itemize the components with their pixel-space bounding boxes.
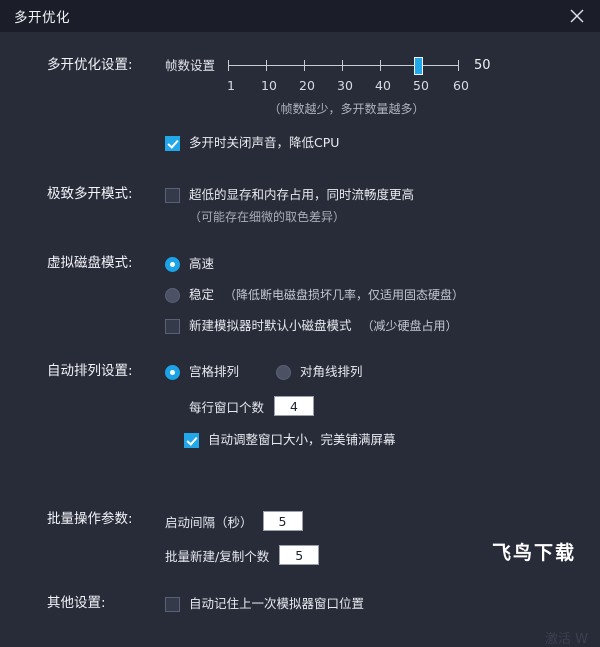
remember-position-checkbox[interactable] [165, 596, 180, 612]
window-title: 多开优化 [14, 10, 70, 26]
frame-rate-slider-row: 帧数设置 50 [165, 56, 600, 76]
tick-label-40: 40 [375, 78, 391, 93]
frame-rate-value: 50 [474, 58, 491, 73]
mute-checkbox[interactable] [165, 135, 180, 151]
small-disk-checkbox-row[interactable]: 新建模拟器时默认小磁盘模式 （减少硬盘占用） [165, 316, 600, 336]
start-interval-row: 启动间隔（秒） [165, 510, 600, 532]
tick-label-30: 30 [337, 78, 353, 93]
extreme-mode-hint: （可能存在细微的取色差异） [189, 210, 346, 224]
section-extreme-mode: 极致多开模式: 超低的显存和内存占用，同时流畅度更高 （可能存在细微的取色差异） [0, 185, 600, 225]
tick-label-10: 10 [261, 78, 277, 93]
slider-tick-20 [304, 60, 306, 71]
per-row-input[interactable] [274, 396, 315, 416]
remember-position-label: 自动记住上一次模拟器窗口位置 [189, 596, 365, 611]
batch-count-label: 批量新建/复制个数 [165, 548, 270, 564]
slider-tick-30 [342, 60, 344, 71]
section-label-batch-params: 批量操作参数: [47, 511, 133, 527]
section-virtual-disk: 虚拟磁盘模式: 高速 稳定 （降低断电磁盘损坏几率，仅适用固态硬盘） 新建模拟器… [0, 254, 600, 336]
slider-tick-labels: 1 10 20 30 40 50 60 [227, 78, 469, 96]
frame-rate-hint: （帧数越少，多开数量越多） [268, 102, 425, 116]
close-icon [570, 9, 584, 23]
window-titlebar: 多开优化 [0, 0, 600, 32]
arrange-grid-label: 宫格排列 [189, 364, 240, 379]
auto-resize-checkbox-row[interactable]: 自动调整窗口大小，完美铺满屏幕 [184, 430, 600, 450]
tick-label-1: 1 [227, 78, 235, 93]
disk-stable-label: 稳定 [189, 287, 215, 302]
arrange-radio-row: 宫格排列 对角线排列 [165, 362, 600, 382]
tick-label-20: 20 [299, 78, 315, 93]
section-label-multi-open: 多开优化设置: [47, 57, 133, 73]
start-interval-input[interactable] [262, 511, 303, 531]
frame-rate-label: 帧数设置 [165, 58, 216, 73]
slider-track [228, 65, 460, 66]
section-label-auto-arrange: 自动排列设置: [47, 363, 133, 379]
small-disk-note: （减少硬盘占用） [361, 319, 458, 333]
small-disk-label: 新建模拟器时默认小磁盘模式 [189, 318, 352, 333]
slider-tick-60 [458, 60, 460, 71]
remember-position-row[interactable]: 自动记住上一次模拟器窗口位置 [165, 594, 600, 614]
section-multi-open: 多开优化设置: 帧数设置 50 1 10 [0, 56, 600, 153]
disk-fast-label: 高速 [189, 256, 215, 271]
auto-resize-label: 自动调整窗口大小，完美铺满屏幕 [208, 432, 396, 447]
extreme-mode-checkbox[interactable] [165, 187, 180, 203]
section-auto-arrange: 自动排列设置: 宫格排列 对角线排列 每行窗口个数 自动调整窗口大小，完美铺满屏… [0, 362, 600, 450]
disk-stable-note: （降低断电磁盘损坏几率，仅适用固态硬盘） [224, 288, 465, 302]
extreme-mode-label: 超低的显存和内存占用，同时流畅度更高 [189, 187, 415, 202]
settings-content: 多开优化设置: 帧数设置 50 1 10 [0, 32, 600, 647]
batch-count-row: 批量新建/复制个数 [165, 544, 600, 566]
slider-tick-1 [228, 60, 230, 71]
per-row-label: 每行窗口个数 [189, 399, 265, 415]
close-button[interactable] [554, 0, 600, 32]
disk-fast-radio-row[interactable]: 高速 [165, 254, 600, 274]
slider-tick-10 [266, 60, 268, 71]
activate-windows-watermark: 激活 W [545, 632, 588, 647]
per-row-field-row: 每行窗口个数 [189, 395, 600, 417]
batch-count-input[interactable] [279, 545, 320, 565]
disk-stable-radio[interactable] [165, 287, 180, 303]
section-batch-params: 批量操作参数: 启动间隔（秒） 批量新建/复制个数 [0, 510, 600, 566]
arrange-diagonal-label: 对角线排列 [300, 364, 363, 379]
small-disk-checkbox[interactable] [165, 318, 180, 334]
slider-thumb[interactable] [414, 57, 424, 75]
extreme-mode-checkbox-row[interactable]: 超低的显存和内存占用，同时流畅度更高 [165, 185, 600, 205]
frame-rate-slider[interactable] [228, 56, 460, 76]
tick-label-50: 50 [413, 78, 429, 93]
tick-label-60: 60 [453, 78, 469, 93]
disk-stable-radio-row[interactable]: 稳定 （降低断电磁盘损坏几率，仅适用固态硬盘） [165, 285, 600, 305]
section-label-virtual-disk: 虚拟磁盘模式: [47, 255, 133, 271]
mute-checkbox-label: 多开时关闭声音，降低CPU [189, 135, 340, 150]
arrange-diagonal-radio[interactable] [276, 364, 292, 380]
arrange-grid-radio[interactable] [165, 364, 180, 380]
slider-tick-40 [380, 60, 382, 71]
section-label-other-settings: 其他设置: [47, 595, 106, 611]
mute-checkbox-row[interactable]: 多开时关闭声音，降低CPU [165, 133, 600, 153]
disk-fast-radio[interactable] [165, 256, 180, 272]
section-other-settings: 其他设置: 自动记住上一次模拟器窗口位置 [0, 594, 600, 614]
start-interval-label: 启动间隔（秒） [165, 514, 253, 530]
section-label-extreme-mode: 极致多开模式: [47, 186, 133, 202]
auto-resize-checkbox[interactable] [184, 432, 199, 448]
